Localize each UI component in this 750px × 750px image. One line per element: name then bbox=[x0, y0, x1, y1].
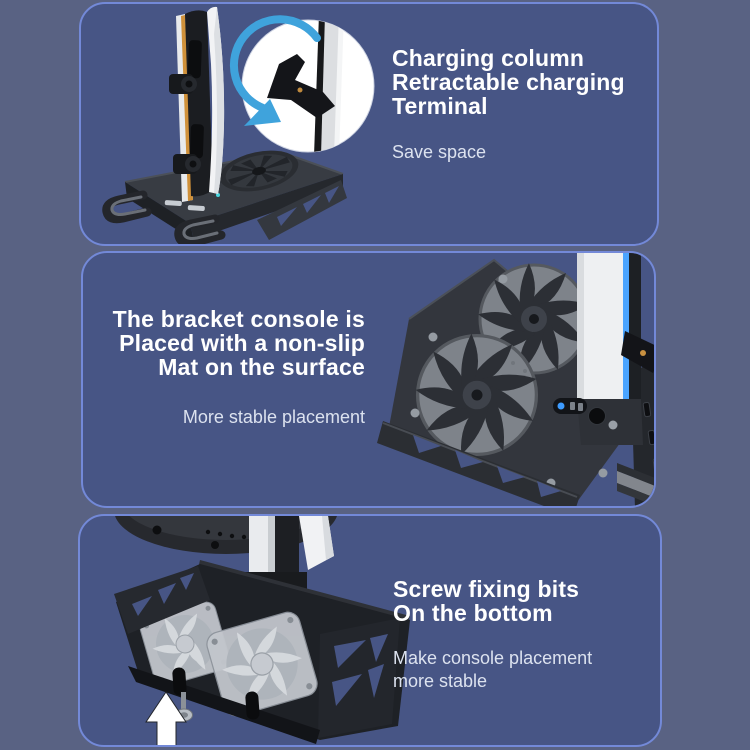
subtitle: Make console placement more stable bbox=[393, 648, 593, 691]
product-image-bracket-top bbox=[377, 253, 654, 506]
screw-slots bbox=[172, 667, 260, 720]
panel-screw-fixing: Screw fixing bits On the bottom Make con… bbox=[78, 514, 662, 747]
heading-line: Placed with a non-slip bbox=[119, 330, 365, 356]
usb-port bbox=[187, 205, 205, 212]
front-hook-foot bbox=[174, 214, 226, 244]
console-on-stand bbox=[169, 6, 225, 202]
led-indicator bbox=[216, 193, 220, 197]
product-image-charging-stand bbox=[102, 6, 375, 244]
usb-port bbox=[164, 200, 182, 207]
led-indicator bbox=[557, 402, 565, 410]
panel-charging-column: Charging column Retractable charging Ter… bbox=[79, 2, 659, 246]
stand-foot bbox=[617, 463, 654, 506]
cooling-fan bbox=[415, 333, 539, 457]
up-arrow-icon bbox=[145, 691, 187, 745]
charging-text-block: Charging column Retractable charging Ter… bbox=[392, 46, 625, 164]
power-switch bbox=[553, 398, 587, 414]
subtitle: More stable placement bbox=[182, 407, 365, 427]
panel-bracket-console: The bracket console is Placed with a non… bbox=[81, 251, 656, 508]
bracket-text-block: The bracket console is Placed with a non… bbox=[101, 307, 365, 429]
led-glow-strip bbox=[623, 253, 629, 399]
heading-line: The bracket console is bbox=[112, 306, 365, 332]
truss-cutouts bbox=[277, 186, 339, 226]
holder-clip bbox=[173, 154, 201, 174]
charging-hook bbox=[621, 331, 654, 373]
heading-line: Retractable charging bbox=[392, 69, 625, 95]
heading-line: On the bottom bbox=[393, 600, 553, 626]
inset-detail-circle bbox=[229, 15, 375, 153]
usb-ports bbox=[642, 401, 654, 474]
truss-wall bbox=[377, 421, 580, 506]
product-image-bracket-bottom bbox=[114, 516, 410, 745]
rotation-arrow-icon bbox=[229, 15, 321, 112]
retractable-charging-terminal bbox=[267, 54, 335, 118]
screws-text-block: Screw fixing bits On the bottom Make con… bbox=[393, 577, 633, 693]
front-hook-foot bbox=[102, 190, 152, 224]
cooling-fan bbox=[139, 601, 231, 687]
cooling-fan-grille bbox=[219, 150, 299, 192]
subtitle: Save space bbox=[392, 142, 487, 162]
heading-line: Terminal bbox=[392, 93, 488, 119]
heading-line: Charging column bbox=[392, 45, 585, 71]
cooling-fan bbox=[206, 611, 318, 717]
holder-clip bbox=[169, 74, 197, 94]
stand-base bbox=[102, 150, 347, 244]
round-button bbox=[588, 407, 606, 425]
heading-line: Screw fixing bits bbox=[393, 576, 580, 602]
heading-line: Mat on the surface bbox=[158, 354, 365, 380]
